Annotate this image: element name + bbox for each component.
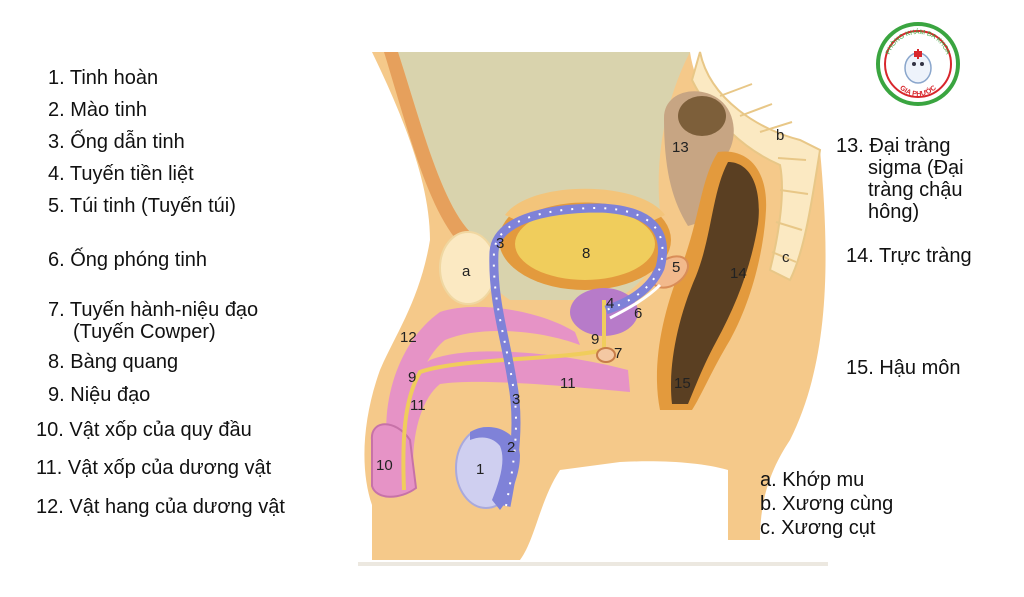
legend-item-5: 5. Túi tinh (Tuyến túi): [48, 195, 236, 217]
legend-item-7-sub: (Tuyến Cowper): [73, 321, 216, 343]
label-10: 10: [376, 457, 393, 474]
label-14: 14: [730, 265, 747, 282]
label-5: 5: [672, 259, 680, 276]
legend-item-6: 6. Ống phóng tinh: [48, 249, 208, 271]
label-11b: 11: [560, 375, 576, 392]
legend-item-13-line4: hông): [868, 201, 920, 223]
legend-bone-b: b. Xương cùng: [760, 493, 894, 515]
cowper-gland: [596, 347, 616, 363]
bladder: [515, 208, 655, 280]
label-3b: 3: [512, 391, 520, 408]
base-line: [358, 562, 828, 566]
logo-mascot-icon: [904, 49, 932, 84]
legend-item-12: 12. Vật hang của dương vật: [36, 496, 285, 518]
clinic-logo: PHÒNG KHÁM ĐA KHOA GIA PHƯỚC: [876, 22, 960, 106]
label-9a: 9: [591, 331, 599, 348]
label-9b: 9: [408, 369, 416, 386]
legend-bones: a. Khớp mu b. Xương cùng c. Xương cụt: [760, 469, 960, 580]
label-11a: 11: [410, 397, 426, 414]
label-1: 1: [476, 461, 484, 478]
legend-bone-c: c. Xương cụt: [760, 517, 876, 539]
legend-item-13-line1: 13. Đại tràng: [836, 135, 951, 157]
vertebra-lines: [719, 83, 809, 263]
legend-item-3: 3. Ống dẫn tinh: [48, 131, 185, 153]
bladder-top-wall: [505, 188, 665, 222]
corpus-cavernosum: [386, 306, 580, 460]
legend-bone-a: a. Khớp mu: [760, 469, 865, 491]
label-8: 8: [582, 245, 590, 262]
legend-item-9: 9. Niệu đạo: [48, 384, 151, 406]
label-7: 7: [614, 345, 622, 362]
corpus-spongiosum: [394, 351, 630, 480]
sigmoid-lumen: [678, 96, 726, 136]
label-4: 4: [606, 295, 614, 312]
legend-item-13-line3: tràng chậu: [868, 179, 963, 201]
ejaculatory-duct: [609, 283, 662, 320]
label-6: 6: [634, 305, 642, 322]
legend-right: 13. Đại tràng sigma (Đại tràng chậu hông…: [830, 0, 1024, 597]
legend-item-8: 8. Bàng quang: [48, 351, 179, 373]
legend-item-15: 15. Hậu môn: [846, 357, 961, 379]
legend-item-2: 2. Mào tinh: [48, 99, 147, 121]
label-12: 12: [400, 329, 417, 346]
urethra: [401, 300, 606, 491]
legend-item-14: 14. Trực tràng: [846, 245, 972, 267]
legend-item-11: 11. Vật xốp của dương vật: [36, 457, 272, 479]
label-2: 2: [507, 439, 515, 456]
label-c: c: [782, 249, 790, 266]
label-a: a: [462, 263, 471, 280]
legend-left: 1. Tinh hoàn 2. Mào tinh 3. Ống dẫn tinh…: [0, 0, 340, 597]
label-3a: 3: [496, 235, 504, 252]
label-15: 15: [674, 375, 691, 392]
label-b: b: [776, 127, 784, 144]
label-13: 13: [672, 139, 689, 156]
rectum-lumen: [671, 162, 759, 404]
legend-item-10: 10. Vật xốp của quy đầu: [36, 419, 252, 441]
abdominal-wall: [384, 52, 470, 238]
legend-item-7: 7. Tuyến hành-niệu đạo: [48, 299, 259, 321]
legend-item-13-line2: sigma (Đại: [868, 157, 964, 179]
legend-item-1: 1. Tinh hoàn: [48, 67, 159, 89]
vas-deferens-dots: [492, 206, 664, 507]
legend-item-4: 4. Tuyến tiền liệt: [48, 163, 194, 185]
